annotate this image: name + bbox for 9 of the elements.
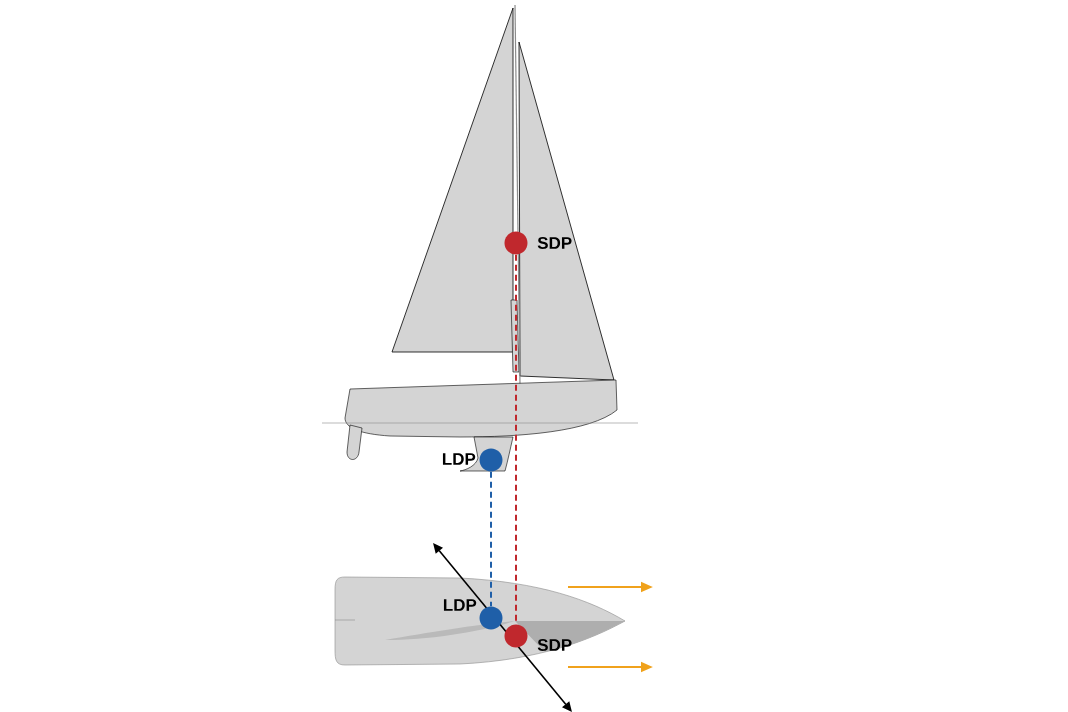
dashed-line: [490, 470, 492, 608]
point-label: SDP: [537, 639, 572, 652]
point-label: LDP: [443, 599, 477, 611]
dot-marker: [504, 231, 528, 255]
dot-marker: [479, 448, 503, 472]
dot-marker: [504, 624, 528, 648]
dot-marker: [479, 606, 503, 630]
point-label: SDP: [537, 237, 572, 250]
point-label: LDP: [442, 453, 476, 465]
